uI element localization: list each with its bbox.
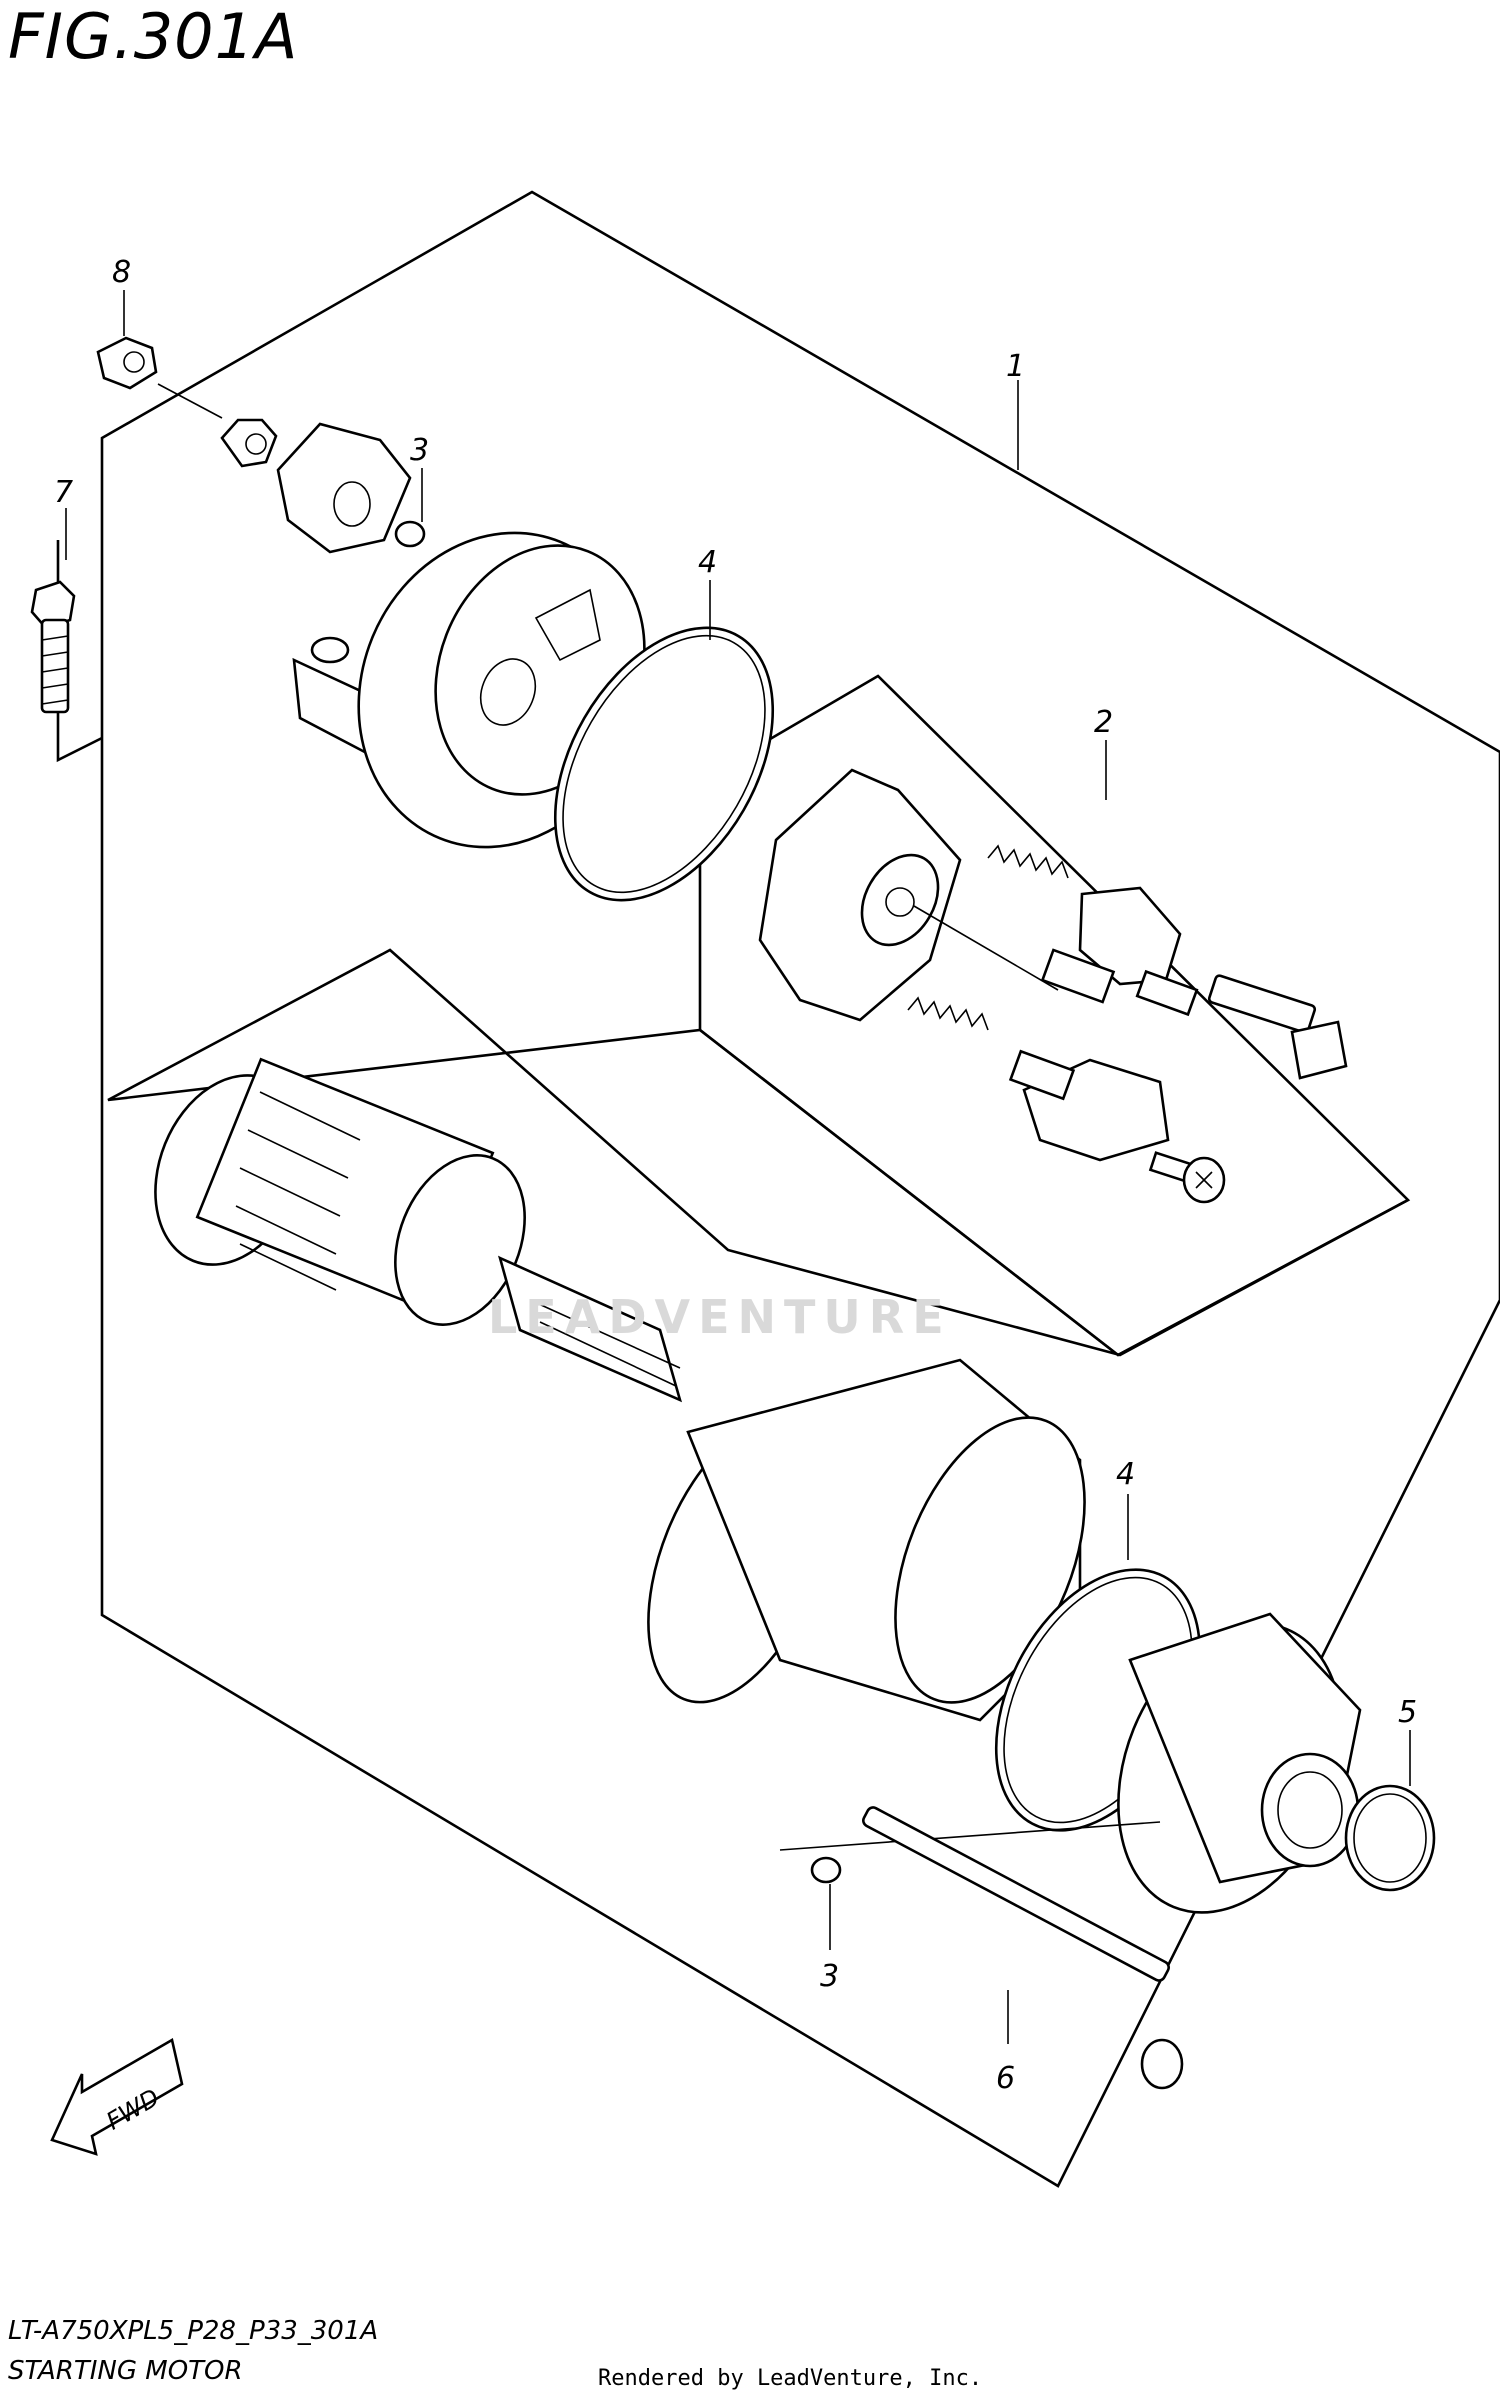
callout-4-bottom: 4 (1116, 1457, 1135, 1492)
bolt-7 (30, 580, 76, 714)
terminal-nut (220, 418, 278, 468)
through-bolt-6 (862, 1806, 1184, 2090)
callout-8: 8 (112, 255, 131, 290)
o-ring-5 (1344, 1784, 1436, 1892)
fwd-arrow-icon: FWD (50, 2037, 184, 2156)
callout-5: 5 (1398, 1695, 1417, 1730)
brush-holder (758, 768, 1059, 1022)
front-housing (1117, 1612, 1362, 1914)
callout-7: 7 (54, 475, 73, 510)
brush-plate-lower (1008, 1049, 1170, 1162)
assembly-outline-part-1 (100, 190, 1500, 2188)
armature (154, 1057, 683, 1403)
armature-outline (107, 948, 1409, 1357)
render-credit: Rendered by LeadVenture, Inc. (598, 2366, 983, 2391)
part-name: STARTING MOTOR (8, 2356, 243, 2386)
callout-4-top: 4 (698, 545, 717, 580)
callout-2: 2 (1094, 705, 1113, 740)
o-ring-3-top (394, 520, 426, 548)
model-code: LT-A750XPL5_P28_P33_301A (8, 2316, 379, 2346)
o-ring-3-bottom (810, 1856, 842, 1884)
nut-8 (96, 336, 158, 390)
terminal-cover (276, 422, 412, 554)
motor-yoke (647, 1358, 1086, 1722)
brush-spring-upper (987, 844, 1069, 879)
callout-3-top: 3 (410, 433, 429, 468)
terminal-bolt (1207, 974, 1348, 1080)
watermark-text: LEADVENTURE (488, 1290, 952, 1344)
leader-lines (65, 290, 1411, 2044)
brush-screw (1148, 1151, 1226, 1204)
figure-title: FIG.301A (8, 0, 299, 73)
callout-1: 1 (1006, 349, 1025, 384)
callout-6: 6 (996, 2061, 1015, 2096)
brush-spring-lower (907, 996, 989, 1031)
callout-3-bottom: 3 (820, 1959, 839, 1994)
brush-plate-upper (1040, 886, 1199, 1017)
